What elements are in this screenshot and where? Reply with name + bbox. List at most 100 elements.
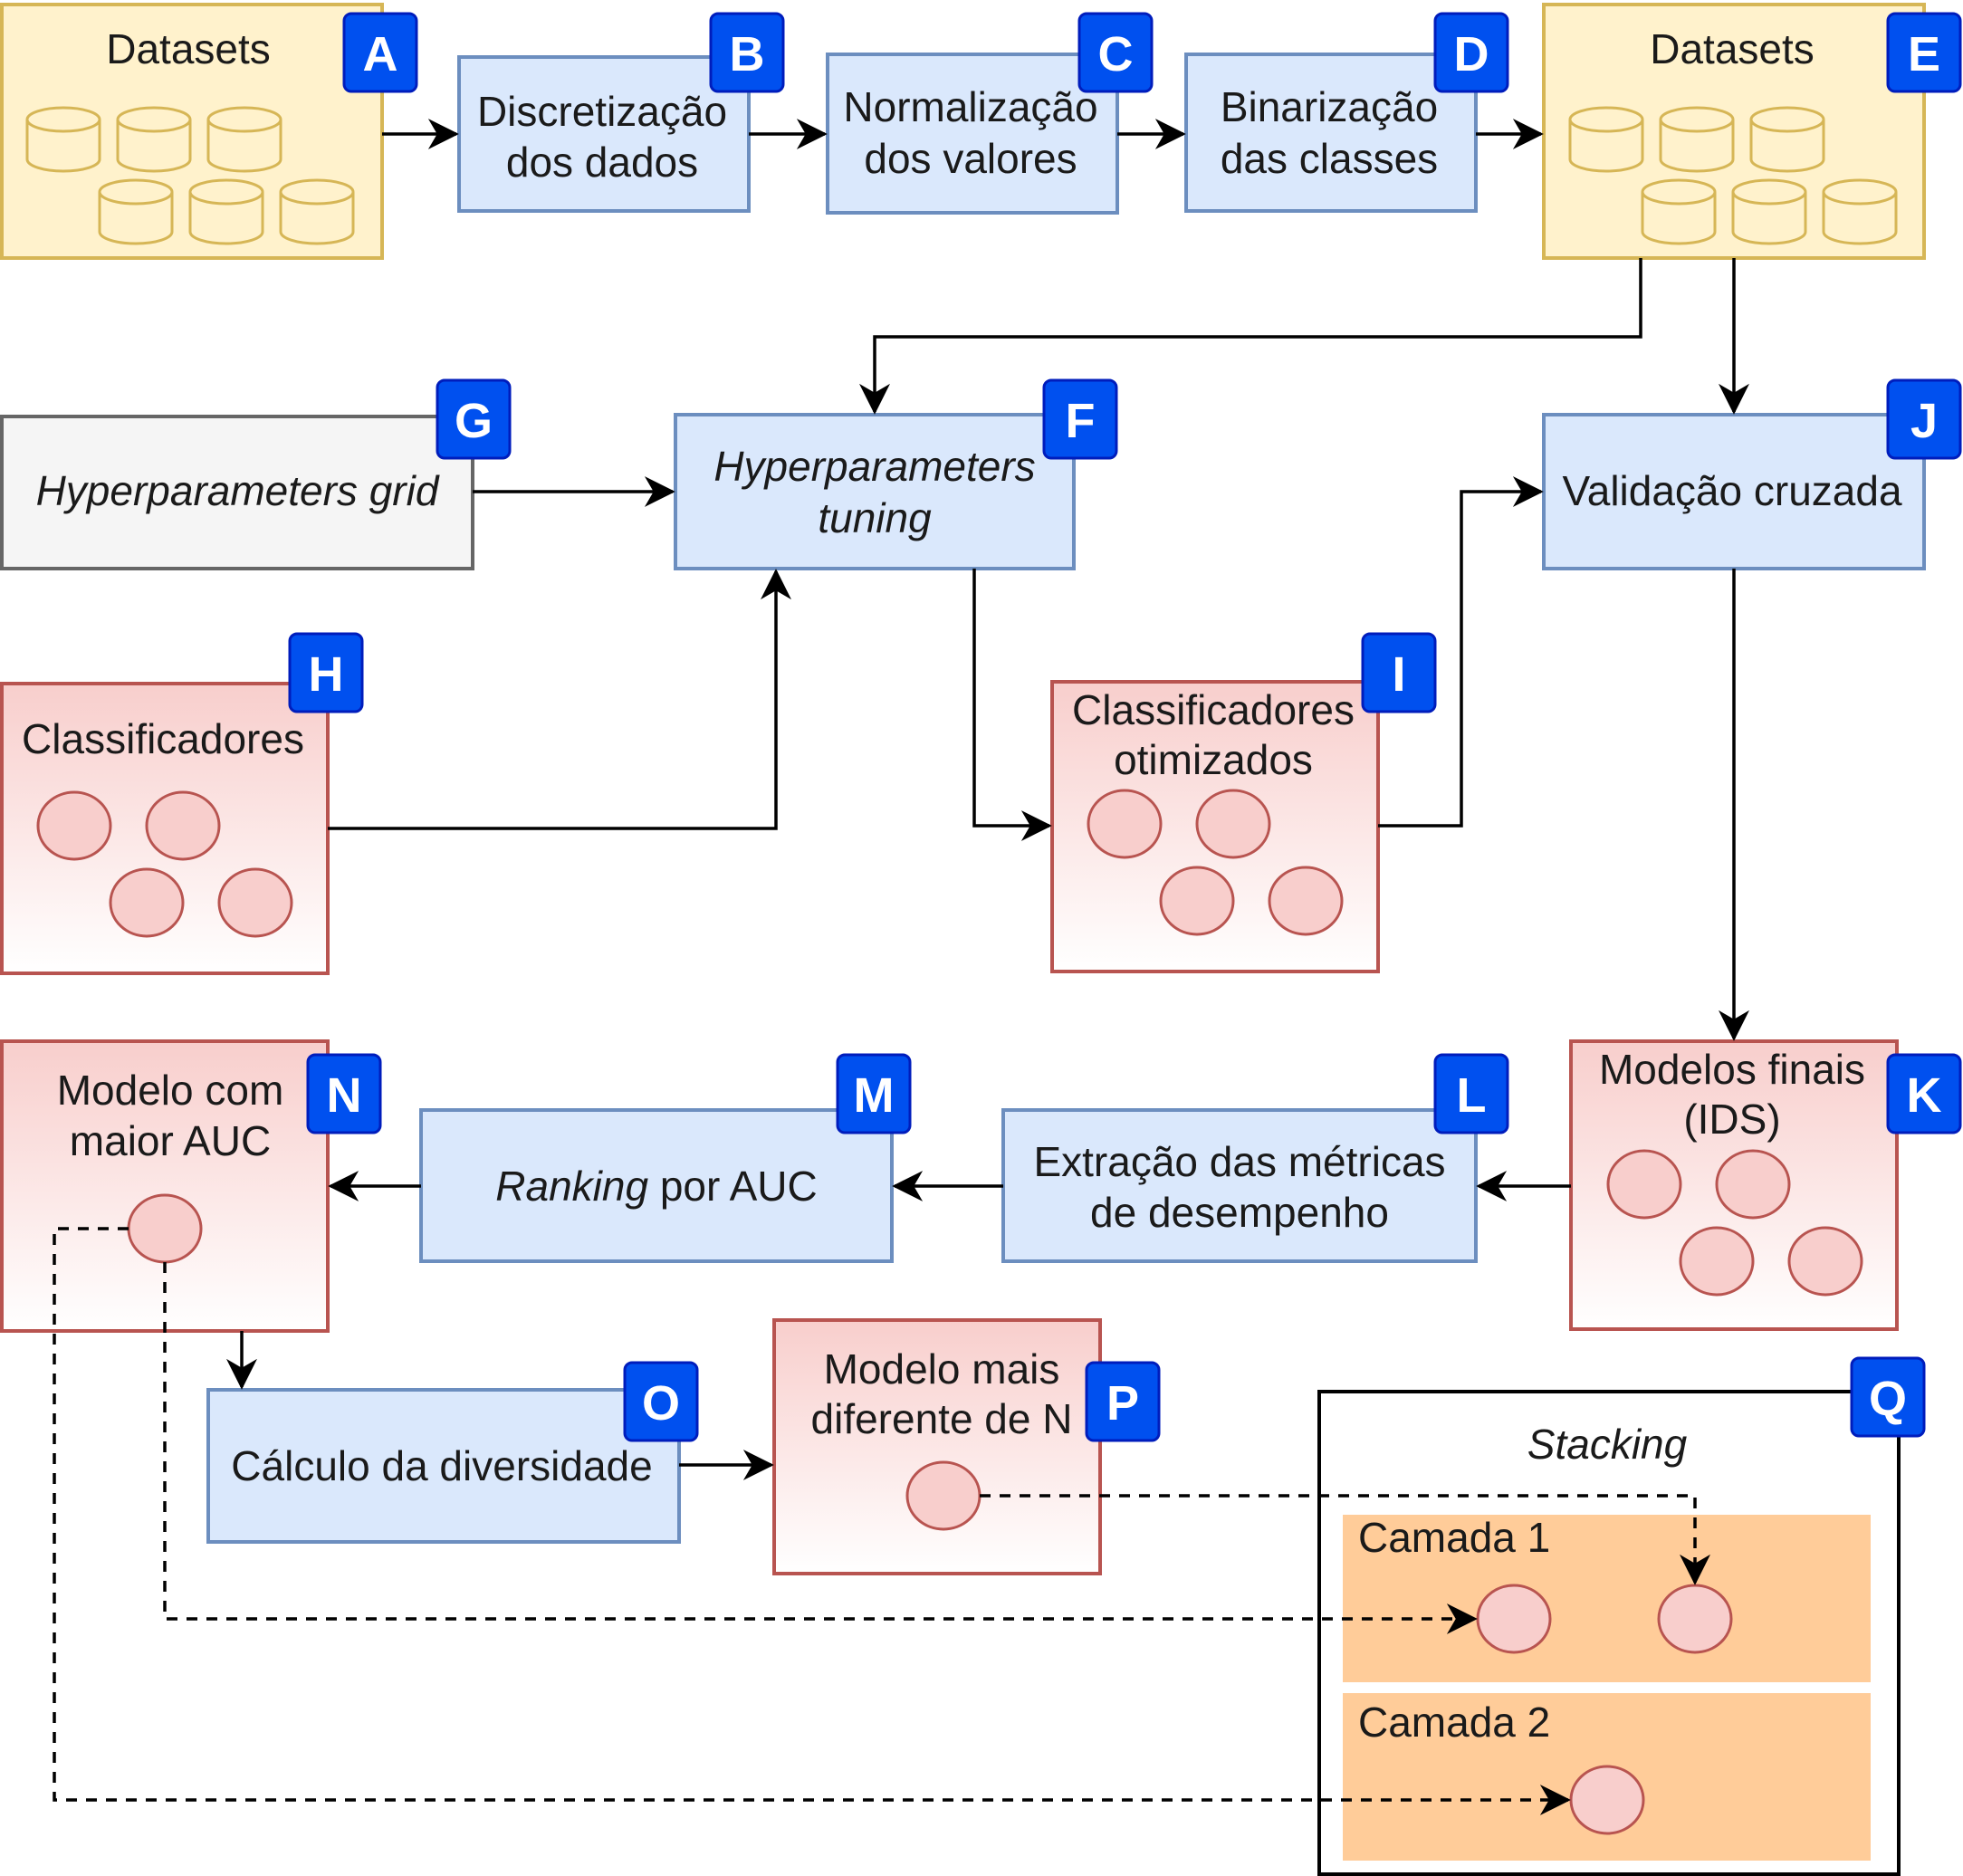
database-icon xyxy=(25,106,101,173)
svg-text:P: P xyxy=(1106,1376,1139,1431)
layer-2-label: Camada 2 xyxy=(1358,1699,1550,1746)
svg-text:B: B xyxy=(730,27,765,81)
database-icon xyxy=(1659,106,1735,173)
edge-f-i xyxy=(972,569,1052,841)
database-icon xyxy=(206,106,282,173)
node-f-hyperparameters-tuning: Hyperparameters tuning xyxy=(674,413,1076,570)
node-b-discretization: Discretização dos dados xyxy=(457,55,751,213)
node-e-datasets: Datasets xyxy=(1542,3,1926,260)
connectors xyxy=(226,119,1749,1480)
model-circle xyxy=(1569,1765,1645,1835)
edge-h-f xyxy=(328,569,791,830)
svg-text:N: N xyxy=(327,1068,362,1123)
edge-i-j xyxy=(1378,476,1544,828)
dashed-connectors xyxy=(53,1227,1710,1815)
model-circle xyxy=(1657,1584,1733,1654)
node-g-label: Hyperparameters grid xyxy=(36,467,440,514)
model-circle xyxy=(1787,1226,1863,1297)
node-d-line2: das classes xyxy=(1221,135,1438,182)
model-circle xyxy=(905,1460,982,1531)
node-p-most-different-model: Modelo mais diferente de N xyxy=(772,1318,1102,1575)
classifier-circles xyxy=(36,790,293,938)
node-i-optimized-classifiers: Classificadores otimizados xyxy=(1050,680,1380,973)
layer-1-label: Camada 1 xyxy=(1358,1514,1550,1561)
badge-g: G xyxy=(436,378,512,460)
svg-text:E: E xyxy=(1908,27,1940,81)
node-c-normalization: Normalização dos valores xyxy=(826,53,1119,215)
svg-text:I: I xyxy=(1392,647,1405,702)
node-h-label: Classificadores xyxy=(22,715,304,762)
model-circle xyxy=(1159,866,1235,936)
badges: A B C D E G F J H I N M L K O P Q xyxy=(288,12,1962,1442)
database-icon xyxy=(188,178,264,245)
node-p-line1: Modelo mais xyxy=(824,1345,1060,1393)
node-k-final-models: Modelos finais (IDS) xyxy=(1569,1039,1899,1331)
node-l-line2: de desempenho xyxy=(1090,1189,1389,1236)
badge-o: O xyxy=(623,1361,699,1442)
svg-text:J: J xyxy=(1910,394,1938,448)
svg-text:A: A xyxy=(363,27,398,81)
database-icon xyxy=(1749,106,1825,173)
svg-text:D: D xyxy=(1454,27,1489,81)
database-icon xyxy=(1641,178,1717,245)
badge-q: Q xyxy=(1850,1356,1926,1438)
node-b-line1: Discretização xyxy=(477,88,727,135)
classifier-circles xyxy=(1606,1149,1863,1297)
classifier-circles xyxy=(1087,789,1344,936)
model-circle xyxy=(109,867,185,938)
database-icons xyxy=(25,106,355,245)
svg-text:L: L xyxy=(1457,1068,1487,1123)
edge-e-f xyxy=(859,258,1642,415)
model-circle xyxy=(217,867,293,938)
badge-e: E xyxy=(1886,12,1962,93)
node-n-line2: maior AUC xyxy=(70,1117,271,1164)
svg-text:G: G xyxy=(455,394,493,448)
model-circle xyxy=(1195,789,1271,859)
node-d-line1: Binarização xyxy=(1221,83,1438,130)
node-a-label: Datasets xyxy=(106,25,271,72)
node-l-line1: Extração das métricas xyxy=(1033,1138,1445,1185)
stacking-layer-1: Camada 1 xyxy=(1343,1514,1871,1682)
node-o-label: Cálculo da diversidade xyxy=(231,1442,652,1489)
badge-i: I xyxy=(1361,632,1437,713)
svg-text:O: O xyxy=(642,1376,680,1431)
model-circle xyxy=(1679,1226,1755,1297)
badge-h: H xyxy=(288,632,364,713)
node-f-line1: Hyperparameters xyxy=(713,443,1035,490)
node-o-diversity-calculation: Cálculo da diversidade xyxy=(206,1388,681,1544)
svg-text:H: H xyxy=(309,647,344,702)
node-j-cross-validation: Validação cruzada xyxy=(1542,413,1926,570)
database-icon xyxy=(279,178,355,245)
svg-text:Q: Q xyxy=(1869,1372,1907,1426)
badge-p: P xyxy=(1085,1361,1161,1442)
node-h-classifiers: Classificadores xyxy=(0,682,330,975)
node-m-ranking-by-auc: Ranking por AUC xyxy=(419,1108,894,1263)
node-k-line1: Modelos finais xyxy=(1599,1046,1865,1093)
database-icons xyxy=(1568,106,1898,245)
svg-text:C: C xyxy=(1098,27,1134,81)
node-d-binarization: Binarização das classes xyxy=(1184,53,1478,213)
svg-text:K: K xyxy=(1907,1068,1942,1123)
node-a-datasets: Datasets xyxy=(0,3,384,260)
badge-l: L xyxy=(1433,1053,1509,1134)
node-g-hyperparameters-grid: Hyperparameters grid xyxy=(0,415,474,570)
node-m-label: Ranking por AUC xyxy=(495,1163,817,1210)
node-p-line2: diferente de N xyxy=(811,1395,1073,1442)
badge-j: J xyxy=(1886,378,1962,460)
database-icon xyxy=(1822,178,1898,245)
node-c-line2: dos valores xyxy=(864,135,1077,182)
model-circle xyxy=(1606,1149,1682,1220)
node-f-line2: tuning xyxy=(818,494,932,541)
node-q-stacking: Stacking Camada 1 Camada 2 xyxy=(1317,1390,1901,1876)
node-c-line1: Normalização xyxy=(843,83,1097,130)
stacking-layer-2: Camada 2 xyxy=(1343,1693,1871,1861)
database-icon xyxy=(1568,106,1644,173)
database-icon xyxy=(98,178,174,245)
node-n-line1: Modelo com xyxy=(57,1067,284,1114)
model-circle xyxy=(36,790,112,861)
badge-n: N xyxy=(306,1053,382,1134)
node-b-line2: dos dados xyxy=(506,139,698,186)
node-i-line1: Classificadores xyxy=(1072,686,1355,733)
edge-n-layer2 xyxy=(53,1227,1571,1815)
